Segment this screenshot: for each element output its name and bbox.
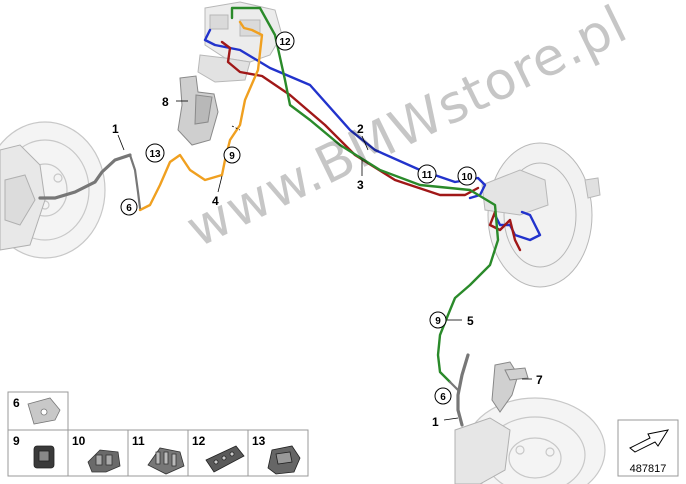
legend-part-6-clip <box>27 397 61 425</box>
callout-1-upper: 1 <box>112 122 119 136</box>
rear-brake-caliper <box>454 417 511 484</box>
legend-part-11-clip <box>147 447 185 475</box>
brake-line-blue <box>203 28 542 242</box>
circled-10: 10 <box>457 166 477 186</box>
legend-label-12: 12 <box>192 434 206 448</box>
reference-box: 487817 <box>617 419 679 477</box>
rear-brake-hose <box>448 353 470 427</box>
front-brake-hose <box>38 153 142 210</box>
front-brake-caliper <box>0 144 46 251</box>
brake-line-red <box>220 40 522 252</box>
legend-part-10-clip <box>87 449 121 473</box>
callout-7: 7 <box>536 373 543 387</box>
brake-booster <box>481 142 601 288</box>
bracket-8 <box>177 75 219 146</box>
circled-12: 12 <box>275 31 295 51</box>
svg-text:13: 13 <box>149 149 161 160</box>
arrow-icon <box>629 429 670 453</box>
legend-part-9-holder <box>33 445 55 469</box>
svg-text:11: 11 <box>422 170 433 181</box>
circled-9-upper: 9 <box>223 146 241 164</box>
legend-label-11: 11 <box>132 434 145 448</box>
legend-label-13: 13 <box>252 434 266 448</box>
svg-text:12: 12 <box>279 37 291 48</box>
callout-1-lower: 1 <box>432 415 439 429</box>
bracket-7 <box>491 361 529 413</box>
circled-13: 13 <box>145 143 165 163</box>
svg-text:6: 6 <box>126 203 132 214</box>
callout-4: 4 <box>212 194 219 208</box>
legend-grid: 6 9 10 11 12 13 <box>7 391 309 477</box>
callout-2: 2 <box>357 122 364 136</box>
circled-6-upper: 6 <box>120 198 138 216</box>
circled-callouts: 6 13 9 12 11 10 9 6 <box>120 31 477 405</box>
callout-3: 3 <box>357 178 364 192</box>
legend-part-12-clip <box>205 445 245 473</box>
callout-5: 5 <box>467 314 474 328</box>
reference-number: 487817 <box>630 463 667 475</box>
svg-text:9: 9 <box>435 316 441 327</box>
circled-6-lower: 6 <box>434 387 452 405</box>
callout-8: 8 <box>162 95 169 109</box>
legend-part-13-clip <box>267 445 301 475</box>
legend-label-10: 10 <box>72 434 86 448</box>
circled-9-lower: 9 <box>429 311 447 329</box>
brake-line-orange <box>138 20 264 212</box>
brake-lines <box>138 6 542 384</box>
svg-text:6: 6 <box>440 392 446 403</box>
svg-text:10: 10 <box>461 172 473 183</box>
legend-label-9: 9 <box>13 434 20 448</box>
circled-11: 11 <box>417 164 437 184</box>
legend-label-6: 6 <box>13 396 20 410</box>
svg-text:9: 9 <box>229 151 235 162</box>
leader-lines <box>117 100 532 421</box>
callouts: 1 2 3 4 5 7 8 1 <box>112 95 543 429</box>
brake-line-green <box>230 6 500 384</box>
